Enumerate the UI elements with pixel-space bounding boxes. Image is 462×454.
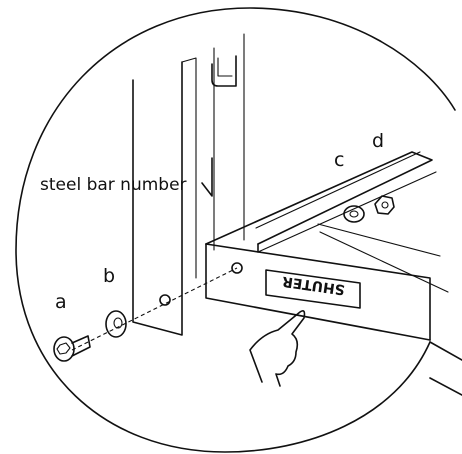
callout-tail <box>429 341 462 396</box>
label-c: c <box>334 149 344 171</box>
steel-bar <box>132 33 245 336</box>
label-b: b <box>103 265 115 287</box>
frame-front <box>205 243 431 341</box>
label-steel-bar-number: steel bar number <box>40 175 187 195</box>
label-d: d <box>372 130 384 152</box>
bar-number-glyph <box>201 157 213 197</box>
pointing-hand-icon <box>249 310 306 387</box>
bolt <box>53 335 91 362</box>
alignment-line <box>71 267 238 351</box>
washer <box>105 310 127 338</box>
bar-hole <box>159 294 171 306</box>
frame-rail <box>205 151 449 293</box>
callout-outline <box>15 7 456 453</box>
logo-plate: SHUTER <box>265 269 361 309</box>
label-a: a <box>55 291 67 313</box>
nut-assembly <box>343 195 395 223</box>
bar-number-mark <box>201 55 237 197</box>
